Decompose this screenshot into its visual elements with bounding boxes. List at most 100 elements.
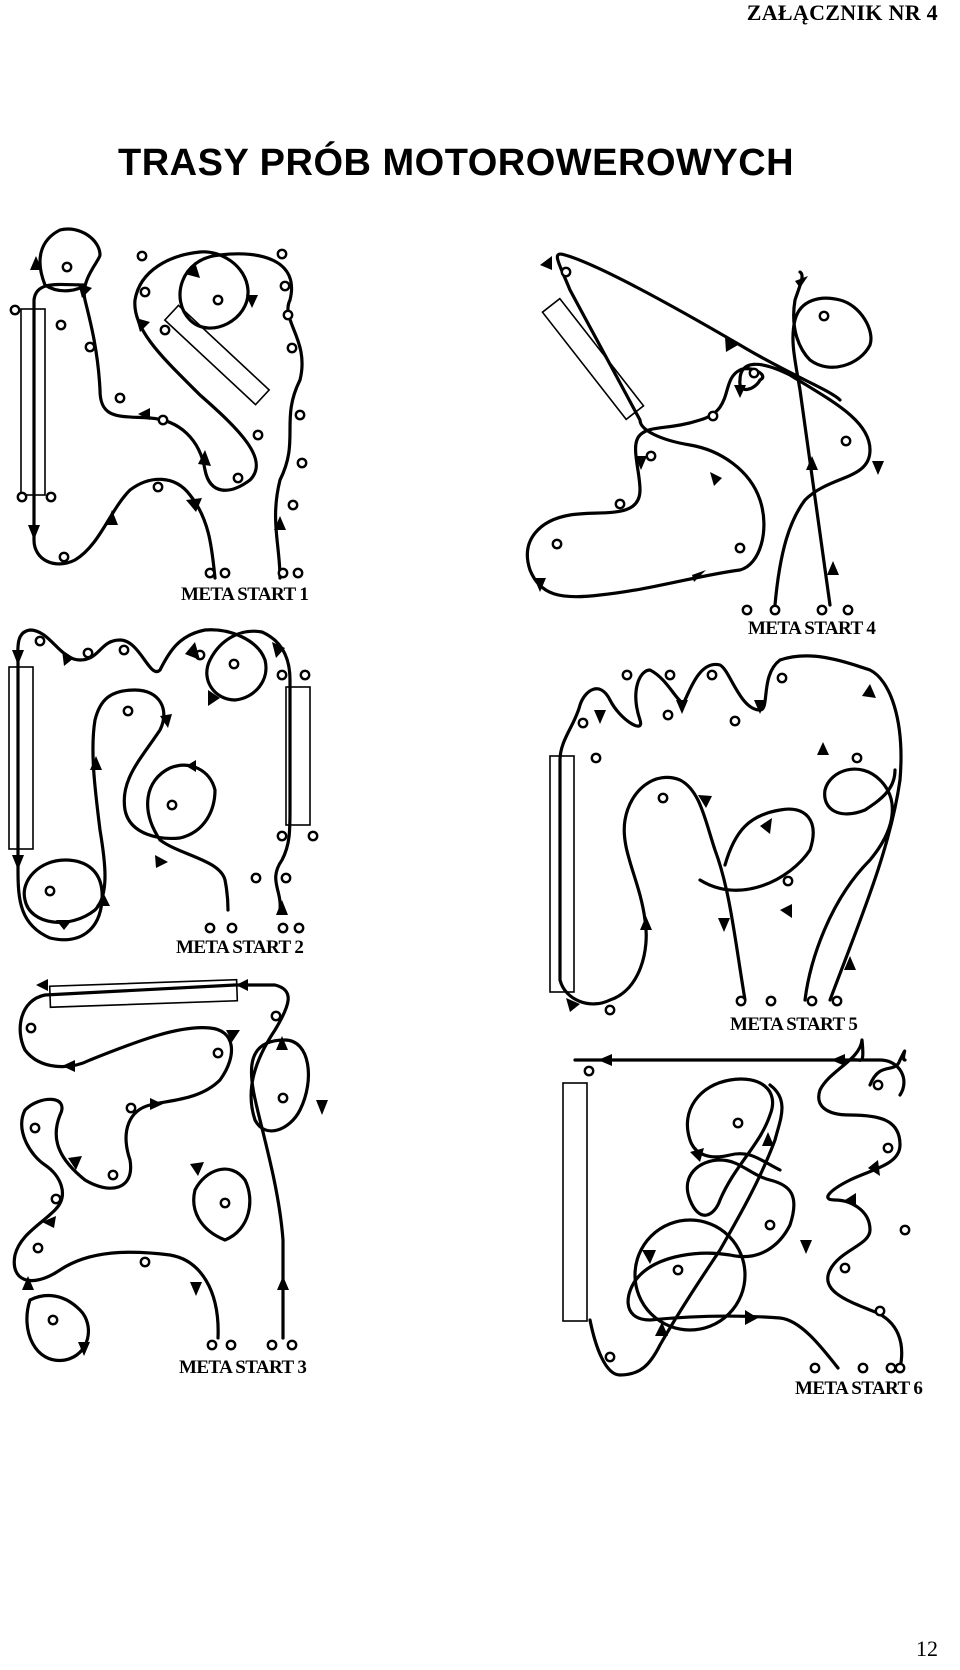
cone-marker [25, 1022, 37, 1034]
cone-marker [294, 409, 306, 421]
cone-marker [577, 717, 589, 729]
direction-arrow [96, 894, 110, 906]
cone-marker [882, 1142, 894, 1154]
direction-arrow [246, 295, 258, 308]
direction-arrow [226, 1030, 240, 1042]
direction-arrow [12, 650, 24, 665]
track-1: META START 1 [9, 227, 309, 605]
cone-marker [809, 1362, 821, 1374]
cone-marker [84, 341, 96, 353]
cone-marker [560, 266, 572, 278]
direction-arrow [186, 760, 196, 772]
direction-arrow [186, 498, 202, 512]
cone-marker [29, 1122, 41, 1134]
cone-marker [280, 872, 292, 884]
direction-arrow [780, 904, 792, 918]
direction-arrow [845, 1193, 856, 1207]
track-4-label: META START 4 [748, 618, 876, 639]
cone-marker [16, 491, 28, 503]
direction-arrow [734, 385, 746, 398]
cone-marker [729, 715, 741, 727]
cone-marker [266, 1339, 278, 1351]
direction-arrow [190, 1162, 204, 1176]
direction-arrow [185, 262, 200, 278]
direction-arrow [635, 456, 647, 470]
cone-marker [212, 294, 224, 306]
cone-marker [299, 669, 311, 681]
cone-marker [707, 410, 719, 422]
cone-marker [206, 1339, 218, 1351]
track-6: META START 6 [562, 1038, 923, 1399]
cone-marker [769, 604, 781, 616]
direction-arrow [540, 256, 552, 270]
cone-marker [219, 1197, 231, 1209]
direction-arrow [862, 684, 876, 698]
cone-marker [204, 922, 216, 934]
track-4: META START 4 [525, 252, 884, 639]
cone-marker [662, 709, 674, 721]
cone-marker [764, 1219, 776, 1231]
cone-marker [748, 367, 760, 379]
direction-arrow [831, 1054, 845, 1066]
cone-marker [840, 435, 852, 447]
cone-marker [166, 799, 178, 811]
cone-marker [114, 392, 126, 404]
direction-arrow [28, 525, 40, 540]
cone-marker [228, 658, 240, 670]
direction-arrow [795, 276, 808, 288]
track-6-loop [633, 1218, 747, 1332]
cone-marker [735, 995, 747, 1007]
cone-marker [250, 872, 262, 884]
cone-marker [894, 1362, 906, 1374]
cone-marker [672, 1264, 684, 1276]
direction-arrow [155, 855, 168, 868]
direction-arrow [62, 1060, 75, 1072]
direction-arrow [566, 998, 580, 1012]
cone-marker [55, 319, 67, 331]
track-2-path [16, 628, 292, 942]
track-6-label: META START 6 [795, 1378, 922, 1399]
direction-arrow [872, 461, 884, 475]
direction-arrow [690, 1148, 704, 1162]
cone-marker [583, 1065, 595, 1077]
cone-marker [136, 250, 148, 262]
cone-marker [851, 752, 863, 764]
cone-marker [899, 1224, 911, 1236]
track-3-label: META START 3 [179, 1357, 306, 1378]
direction-arrow [534, 578, 546, 592]
direction-arrow [106, 510, 118, 525]
cone-marker [885, 1362, 897, 1374]
direction-arrow [725, 337, 738, 352]
cone-marker [34, 635, 46, 647]
cone-marker [50, 1193, 62, 1205]
cone-marker [645, 450, 657, 462]
direction-arrow [236, 979, 248, 991]
cone-marker [706, 669, 718, 681]
cone-marker [139, 1256, 151, 1268]
page-title: TRASY PRÓB MOTOROWEROWYCH [118, 142, 795, 184]
cone-marker [590, 752, 602, 764]
cone-marker [842, 604, 854, 616]
direction-arrow [56, 920, 72, 930]
cone-marker [874, 1305, 886, 1317]
cone-marker [219, 567, 231, 579]
direction-arrow [817, 742, 829, 755]
track-2-plank-left [8, 666, 34, 850]
cone-marker [277, 567, 289, 579]
track-6-path [573, 1038, 907, 1377]
cone-marker [292, 567, 304, 579]
track-5-plank [549, 755, 575, 993]
cone-marker [45, 491, 57, 503]
direction-arrow [762, 1132, 774, 1146]
cone-marker [82, 647, 94, 659]
cone-marker [58, 551, 70, 563]
cone-marker [664, 669, 676, 681]
cone-marker [204, 567, 216, 579]
cone-marker [225, 1339, 237, 1351]
cone-marker [232, 472, 244, 484]
cone-marker [47, 1314, 59, 1326]
annex-label: ZAŁĄCZNIK NR 4 [746, 0, 938, 25]
direction-arrow [30, 256, 42, 270]
